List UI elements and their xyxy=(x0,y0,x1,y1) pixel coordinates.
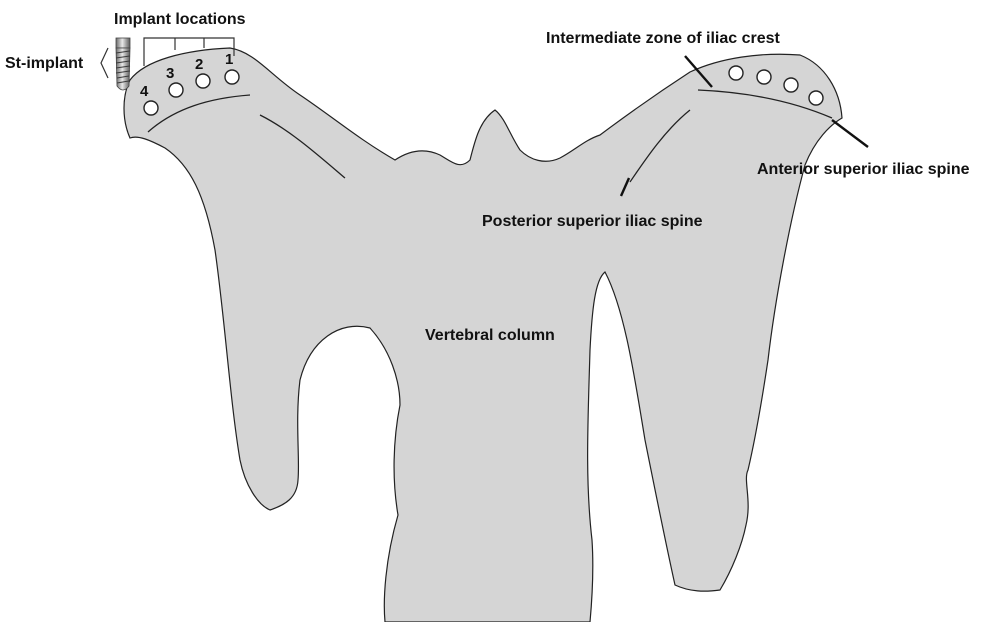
implant-site-3 xyxy=(169,83,183,97)
st-implant-brace xyxy=(101,48,108,78)
st-implant-label: St-implant xyxy=(5,55,84,72)
screw-implant-icon xyxy=(116,38,130,90)
right-implant-site-b xyxy=(757,70,771,84)
implant-site-1 xyxy=(225,70,239,84)
right-implant-site-a xyxy=(729,66,743,80)
anterior-spine-leader xyxy=(832,120,868,147)
site-number-2: 2 xyxy=(195,56,203,73)
site-number-3: 3 xyxy=(166,65,174,82)
right-implant-site-d xyxy=(809,91,823,105)
anterior-spine-label: Anterior superior iliac spine xyxy=(757,161,970,178)
site-number-4: 4 xyxy=(140,83,149,100)
implant-site-2 xyxy=(196,74,210,88)
implant-locations-label: Implant locations xyxy=(114,11,246,28)
vertebral-column-label: Vertebral column xyxy=(425,327,555,344)
site-number-1: 1 xyxy=(225,51,233,68)
right-implant-site-c xyxy=(784,78,798,92)
implant-site-4 xyxy=(144,101,158,115)
posterior-spine-label: Posterior superior iliac spine xyxy=(482,213,703,230)
intermediate-zone-label: Intermediate zone of iliac crest xyxy=(546,30,781,47)
